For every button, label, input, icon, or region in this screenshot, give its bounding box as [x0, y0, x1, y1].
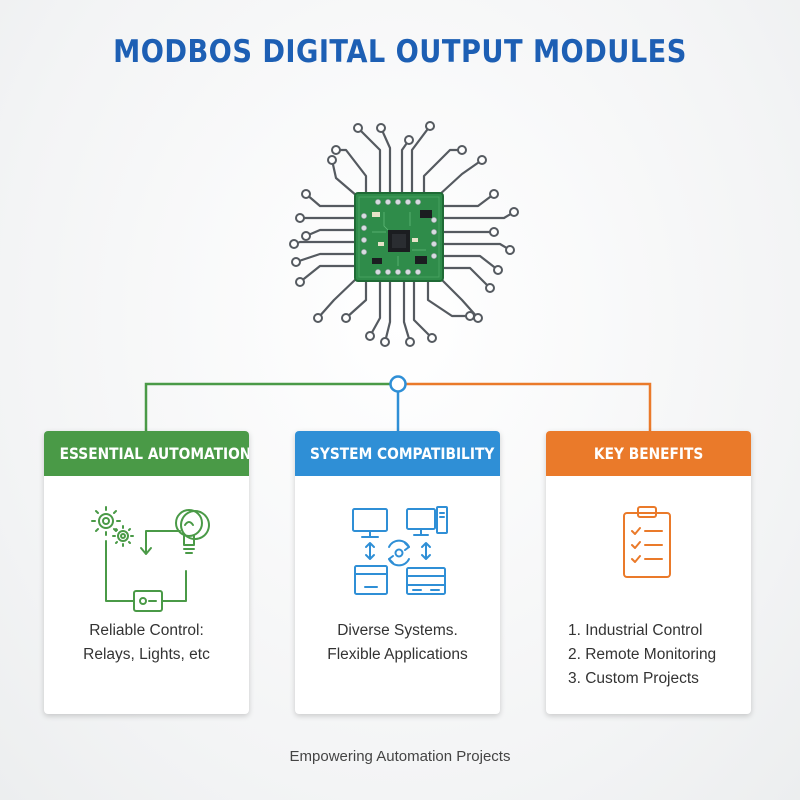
- circuit-trace: [304, 192, 357, 208]
- circuit-trace: [383, 279, 392, 344]
- list-item: 3. Custom Projects: [568, 670, 699, 687]
- card-header: SYSTEM COMPATIBILITY: [295, 431, 500, 476]
- trace-pad: [405, 337, 415, 347]
- trace-pad: [380, 337, 390, 347]
- circuit-trace: [441, 254, 500, 272]
- circuit-trace: [379, 126, 392, 195]
- trace-pad: [341, 313, 351, 323]
- card-description: Diverse Systems. Flexible Applications: [327, 622, 468, 663]
- list-item: 1. Industrial Control: [568, 622, 703, 639]
- clipboard-checklist-icon: [623, 506, 671, 578]
- circuit-trace: [441, 210, 516, 220]
- circuit-trace: [316, 276, 359, 320]
- trace-pad: [404, 135, 414, 145]
- trace-pad: [425, 121, 435, 131]
- circuit-trace: [298, 264, 357, 284]
- circuit-trace: [400, 138, 411, 195]
- trace-pad: [295, 277, 305, 287]
- trace-pad: [376, 123, 386, 133]
- trace-pad: [331, 145, 341, 155]
- card-essential-automation: ESSENTIAL AUTOMATION: [44, 431, 249, 714]
- circuit-trace: [294, 252, 357, 264]
- card-header: KEY BENEFITS: [546, 431, 751, 476]
- circuit-trace: [436, 158, 484, 198]
- circuit-trace: [441, 266, 492, 290]
- trace-pad: [493, 265, 503, 275]
- circuit-trace: [356, 126, 382, 195]
- trace-pad: [457, 145, 467, 155]
- circuit-trace: [330, 158, 359, 198]
- page-title: MODBOS DIGITAL OUTPUT MODULES: [113, 34, 687, 70]
- trace-pad: [289, 239, 299, 249]
- trace-pad: [477, 155, 487, 165]
- trace-pad: [301, 189, 311, 199]
- circuit-trace: [422, 148, 464, 195]
- trace-pad: [365, 331, 375, 341]
- trace-end-pads: [289, 121, 519, 347]
- circuit-trace: [441, 242, 512, 252]
- trace-pad: [353, 123, 363, 133]
- trace-pad: [313, 313, 323, 323]
- gears-lightbulb-relay-icon: [91, 506, 210, 612]
- trace-pad: [295, 213, 305, 223]
- pcb-chip-icon: [354, 192, 444, 282]
- card-description: Reliable Control: Relays, Lights, etc: [83, 622, 210, 663]
- trace-pad: [291, 257, 301, 267]
- trace-pad: [465, 311, 475, 321]
- benefits-list: 1. Industrial Control 2. Remote Monitori…: [546, 619, 751, 691]
- circuit-trace: [292, 240, 357, 246]
- connected-computers-icon: [352, 506, 448, 595]
- trace-pad: [485, 283, 495, 293]
- card-header: ESSENTIAL AUTOMATION: [44, 431, 249, 476]
- circuit-trace: [334, 148, 368, 195]
- trace-pad: [489, 227, 499, 237]
- trace-pad: [489, 189, 499, 199]
- trace-pad: [505, 245, 515, 255]
- circuit-trace: [344, 279, 368, 320]
- trace-pad: [473, 313, 483, 323]
- circuit-trace: [410, 124, 432, 195]
- connector-lines: [144, 375, 652, 431]
- card-system-compatibility: SYSTEM COMPATIBILITY: [295, 431, 500, 714]
- trace-pad: [427, 333, 437, 343]
- circuit-trace: [441, 192, 496, 208]
- circuit-trace: [402, 279, 412, 344]
- trace-pad: [327, 155, 337, 165]
- list-item: 2. Remote Monitoring: [568, 646, 717, 663]
- circuit-trace: [368, 279, 382, 338]
- trace-pad: [509, 207, 519, 217]
- circuit-trace: [412, 279, 434, 340]
- circuit-trace: [304, 228, 357, 238]
- card-key-benefits: KEY BENEFITS 1. Industrial Control 2. Re…: [546, 431, 751, 714]
- footer-tagline: Empowering Automation Projects: [289, 748, 511, 765]
- circuit-trace: [426, 279, 472, 318]
- trace-pad: [301, 231, 311, 241]
